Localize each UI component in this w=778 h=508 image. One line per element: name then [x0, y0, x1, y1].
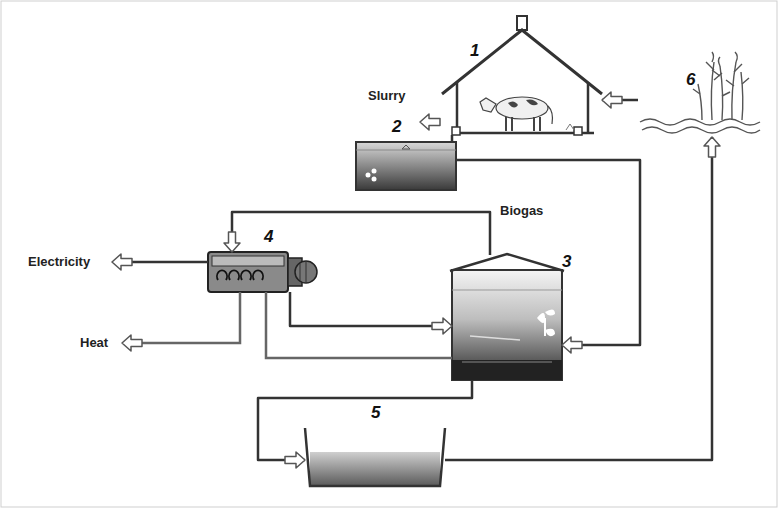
pipe-connector	[452, 135, 453, 142]
pipe-connector	[224, 212, 490, 255]
slurry-label: Slurry	[366, 89, 408, 103]
callout-number: 3	[562, 253, 571, 270]
barn-node: 1	[442, 30, 602, 135]
barn	[442, 16, 602, 135]
slurry-arrow	[420, 114, 440, 130]
electricity-arrow	[112, 254, 132, 270]
heat-arrow	[122, 335, 142, 351]
digestate-storage	[305, 428, 445, 486]
pipe-connector	[602, 92, 638, 108]
field	[640, 52, 760, 133]
storage-node: 5	[305, 428, 445, 486]
digester-node: 3	[452, 255, 562, 380]
electricity-label: Electricity	[26, 255, 92, 269]
heat-label: Heat	[78, 336, 110, 350]
chp-unit	[208, 252, 317, 292]
digester	[450, 254, 564, 380]
callout-number: 2	[392, 118, 401, 135]
pipe-connector	[290, 292, 452, 334]
field-node: 6	[638, 55, 760, 137]
edge-label: Biogas	[498, 204, 545, 218]
callout-number: 4	[264, 228, 273, 245]
slurry-pit	[356, 142, 456, 190]
pipe-connector	[456, 160, 640, 353]
callout-number: 6	[686, 71, 695, 88]
pipe-connector	[258, 380, 472, 468]
slurry-pit-node: 2	[356, 142, 456, 190]
callout-number: 1	[470, 42, 479, 59]
chp-node: 4	[208, 252, 316, 292]
callout-number: 5	[371, 404, 380, 421]
pipe-connector	[445, 137, 720, 460]
